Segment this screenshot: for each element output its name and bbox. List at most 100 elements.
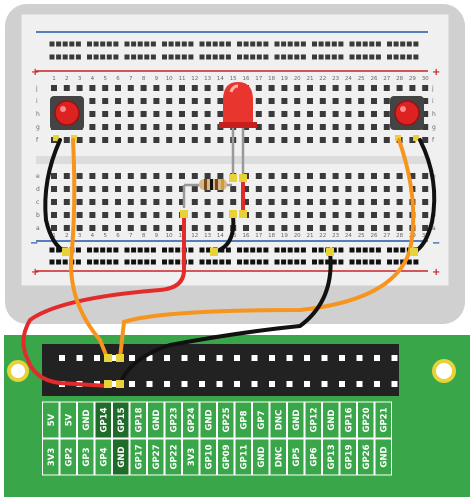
rail-hole	[188, 54, 194, 60]
rail-hole	[294, 259, 300, 265]
gpio-label-cell	[287, 438, 305, 476]
breadboard-hole	[127, 212, 134, 218]
rail-hole	[243, 41, 249, 47]
row-letter-label: c	[36, 199, 39, 206]
column-number-label: 3	[78, 233, 82, 239]
breadboard-hole	[307, 225, 313, 231]
breadboard-hole	[422, 98, 429, 104]
breadboard-hole	[63, 137, 70, 143]
rail-hole	[263, 41, 269, 47]
breadboard-hole	[166, 225, 173, 231]
breadboard-hole	[307, 186, 313, 192]
breadboard-hole	[191, 225, 198, 231]
breadboard-hole	[166, 111, 173, 117]
rail-hole	[325, 54, 331, 60]
breadboard-hole	[243, 225, 249, 231]
breadboard-hole	[422, 199, 429, 205]
breadboard-hole	[294, 199, 301, 205]
breadboard-hole	[319, 173, 326, 179]
column-number-label: 1	[52, 76, 56, 82]
row-letter-label: a	[432, 225, 436, 232]
breadboard-hole	[63, 173, 70, 179]
breadboard-hole	[422, 137, 429, 143]
breadboard-hole	[153, 225, 160, 231]
breadboard-hole	[294, 137, 301, 143]
rail-hole	[62, 41, 68, 47]
column-number-label: 5	[103, 233, 107, 239]
breadboard-hole	[294, 225, 301, 231]
gpio-label-cell	[217, 401, 235, 439]
row-letter-label: g	[36, 124, 40, 131]
gpio-pin	[164, 381, 170, 387]
gpio-label-top: GP20	[362, 407, 372, 432]
breadboard-hole	[409, 137, 416, 143]
breadboard-hole	[217, 225, 224, 231]
breadboard-hole	[383, 124, 390, 130]
breadboard-hole	[332, 212, 339, 218]
breadboard-hole	[89, 173, 96, 179]
rail-hole	[281, 247, 287, 253]
rail-hole	[274, 247, 280, 253]
breadboard-hole	[268, 124, 275, 130]
gpio-label-cell	[322, 438, 340, 476]
breadboard-hole	[89, 137, 96, 143]
rail-hole	[199, 54, 205, 60]
rail-minus-sign-bottom-right: −	[432, 238, 440, 249]
breadboard-hole	[294, 124, 301, 130]
gpio-label-top: GP14	[99, 407, 109, 432]
breadboard-hole	[358, 199, 365, 205]
gpio-pin	[286, 355, 293, 361]
breadboard-hole	[319, 212, 326, 218]
gpio-label-cell	[234, 438, 252, 476]
breadboard-hole	[255, 85, 262, 91]
breadboard-hole	[345, 199, 352, 205]
gpio-pin	[269, 355, 275, 361]
rail-hole	[175, 247, 181, 253]
rail-hole	[137, 259, 143, 265]
breadboard-hole	[409, 173, 416, 179]
row-letter-label: h	[432, 111, 436, 118]
rail-hole	[387, 247, 392, 253]
breadboard-hole	[294, 212, 301, 218]
gpio-label-cell	[339, 401, 357, 439]
breadboard-hole	[76, 212, 83, 218]
rail-hole	[219, 259, 225, 265]
row-letter-label: j	[431, 85, 434, 92]
breadboard-hole	[89, 225, 96, 231]
breadboard-hole	[345, 98, 352, 104]
breadboard-hole	[76, 186, 83, 192]
rail-hole	[49, 247, 55, 253]
gpio-label-bottom: GP27	[152, 444, 162, 469]
gpio-label-top: GP12	[309, 407, 319, 432]
rail-hole	[325, 259, 331, 265]
row-letter-label: j	[35, 85, 38, 92]
rail-hole	[175, 41, 181, 47]
gpio-pin	[339, 381, 345, 387]
column-number-label: 23	[332, 233, 339, 239]
gpio-label-top: DNC	[274, 410, 284, 430]
rail-hole	[387, 259, 392, 265]
breadboard-hole	[268, 137, 275, 143]
row-letter-label: d	[36, 186, 40, 193]
breadboard-hole	[191, 137, 198, 143]
gpio-label-top: GP21	[379, 407, 389, 432]
gpio-pin	[59, 355, 65, 361]
breadboard-hole	[179, 173, 185, 179]
rail-hole	[237, 259, 242, 265]
column-number-label: 18	[268, 233, 275, 239]
rail-hole	[162, 54, 167, 60]
breadboard-hole	[179, 137, 185, 143]
breadboard-hole	[332, 186, 339, 192]
column-number-label: 19	[281, 76, 288, 82]
column-number-label: 29	[409, 76, 416, 82]
breadboard-hole	[76, 199, 83, 205]
breadboard-hole	[217, 173, 224, 179]
breadboard-hole	[281, 98, 288, 104]
breadboard-hole	[268, 212, 275, 218]
rail-hole	[375, 247, 381, 253]
rail-hole	[287, 247, 293, 253]
row-letter-label: g	[432, 124, 436, 131]
gpio-label-bottom: GND	[117, 446, 127, 467]
gpio-label-bottom: GND	[379, 446, 389, 467]
